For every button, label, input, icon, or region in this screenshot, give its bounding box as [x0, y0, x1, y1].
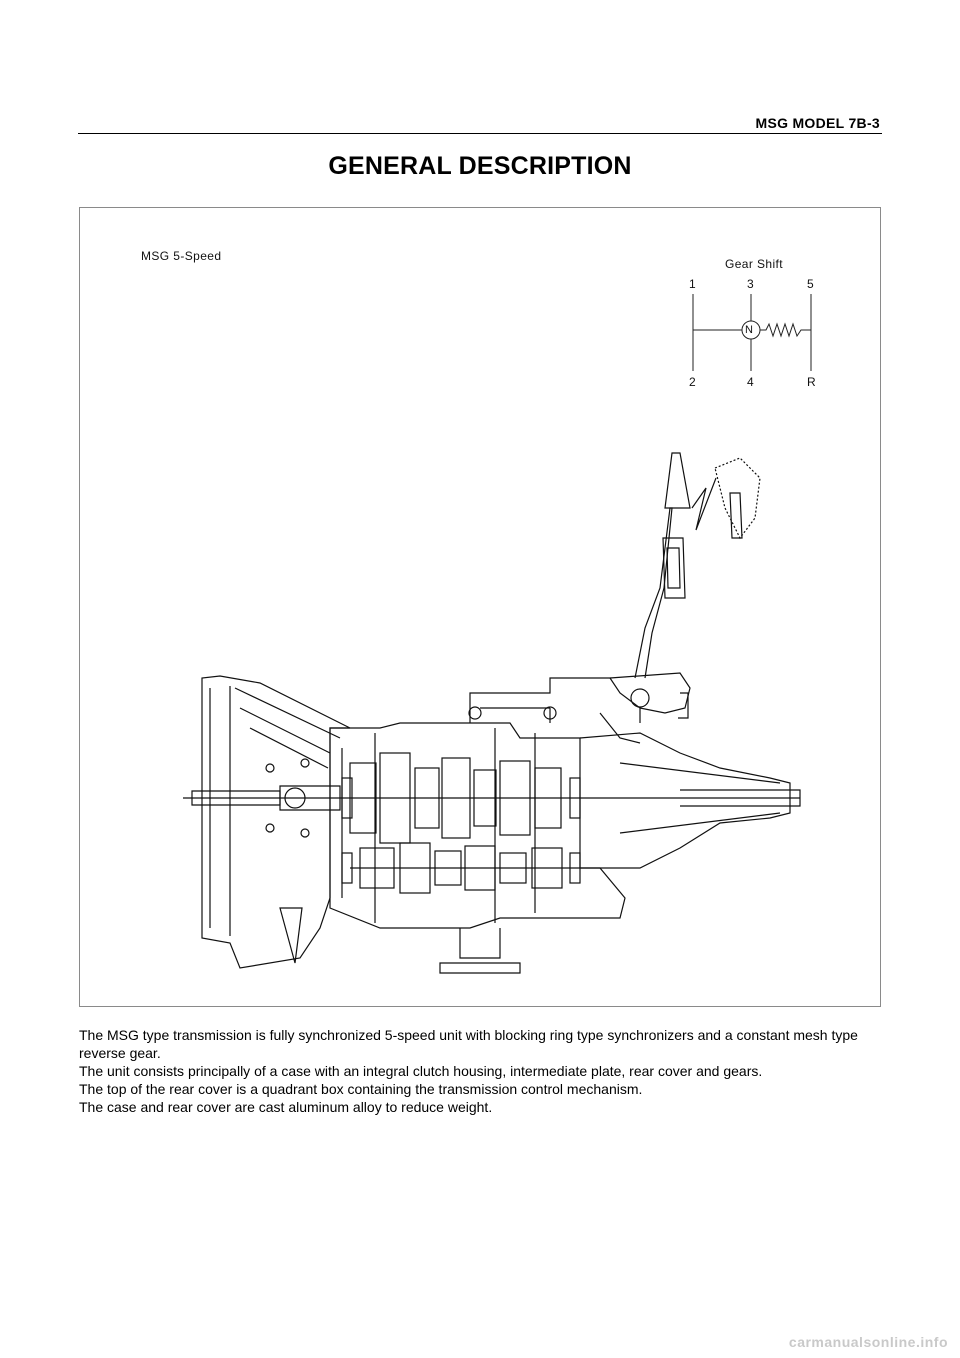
figure-label: MSG 5-Speed	[141, 249, 222, 263]
transmission-figure: MSG 5-Speed Gear Shift 1 3 5 2 4 R N	[79, 207, 881, 1007]
gear-3-label: 3	[747, 277, 754, 291]
gear-5-label: 5	[807, 277, 814, 291]
gear-4-label: 4	[747, 375, 754, 389]
body-text: The MSG type transmission is fully synch…	[79, 1026, 889, 1116]
paragraph-2: The unit consists principally of a case …	[79, 1063, 763, 1079]
paragraph-4: The case and rear cover are cast aluminu…	[79, 1099, 493, 1115]
gear-shift-title: Gear Shift	[725, 257, 784, 271]
header-rule	[78, 133, 882, 134]
gear-shift-pattern	[692, 294, 812, 371]
transmission-body	[183, 452, 801, 974]
gear-1-label: 1	[689, 277, 696, 291]
neutral-label: N	[745, 324, 753, 336]
gear-r-label: R	[807, 375, 816, 389]
transmission-cross-section-drawing	[183, 294, 812, 974]
gear-2-label: 2	[689, 375, 696, 389]
running-head: MSG MODEL 7B-3	[755, 115, 880, 131]
footer-watermark: carmanualsonline.info	[788, 1334, 948, 1350]
page-title: GENERAL DESCRIPTION	[328, 152, 632, 180]
paragraph-1: The MSG type transmission is fully synch…	[79, 1027, 858, 1061]
paragraph-3: The top of the rear cover is a quadrant …	[79, 1081, 643, 1097]
